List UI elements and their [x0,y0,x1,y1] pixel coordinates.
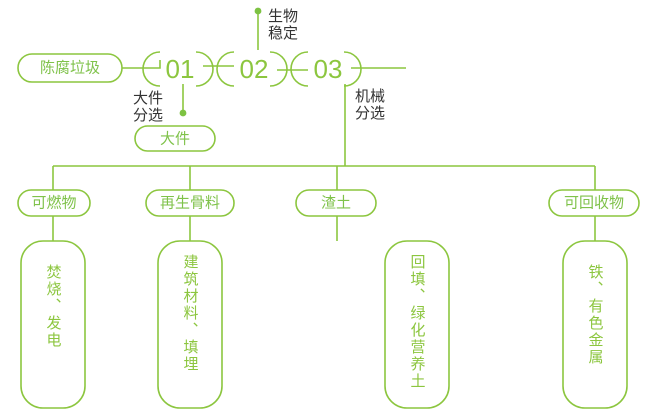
box-use-1 [20,240,86,409]
capsule-output-3 [295,189,377,217]
dot-bulky-branch [179,109,187,117]
arc-03-right [343,51,362,87]
box-use-3-text: 回填、绿化营养土 [408,254,426,390]
box-use-2 [157,240,223,409]
box-use-4-text: 铁、有色金属 [586,264,604,366]
box-use-2-text: 建筑材料、填埋 [181,254,199,373]
capsule-output-1-label: 可燃物 [31,194,77,212]
arc-03-left [290,51,309,87]
arc-02-left [216,51,235,87]
capsule-output-4 [548,189,640,217]
arc-01-left [142,51,161,87]
capsule-output-1 [17,189,91,217]
capsule-bulky [134,125,216,152]
arc-01-right [195,51,214,87]
stage-number-02: 02 [239,54,269,84]
stage-label-03: 机械 分选 [355,88,386,122]
capsule-bulky-label: 大件 [159,130,191,148]
stage-label-01: 大件 分选 [133,90,164,124]
box-use-1-text: 焚烧、发电 [44,264,62,349]
capsule-output-4-label: 可回收物 [563,194,625,212]
stage-number-01: 01 [165,54,195,84]
stage-label-02: 生物 稳定 [268,8,299,42]
box-use-4 [562,240,628,409]
connector-source-to-01 [122,60,161,69]
capsule-output-3-label: 渣土 [320,194,352,212]
box-use-3 [384,240,450,409]
capsule-output-2-label: 再生骨料 [159,194,221,212]
stage-number-03: 03 [313,54,343,84]
capsule-source-label: 陈腐垃圾 [39,59,101,77]
dot-bio-branch [254,7,262,15]
arc-02-right [269,51,288,87]
